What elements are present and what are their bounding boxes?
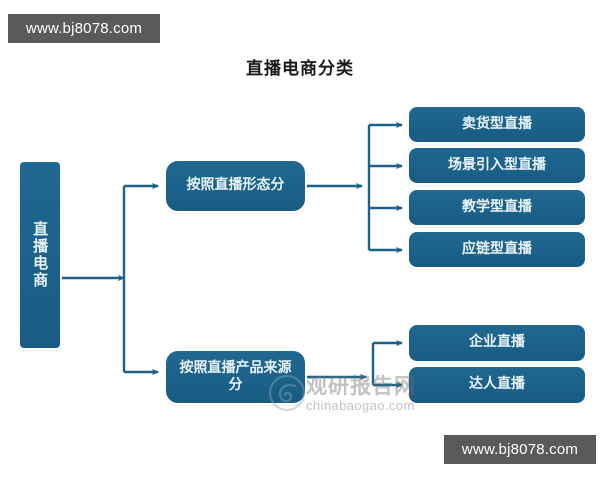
- node-leaf-teaching-live: 教学型直播: [409, 190, 585, 225]
- page-title: 直播电商分类: [246, 59, 354, 79]
- watermark-domain: chinabaogao.com: [306, 398, 415, 413]
- node-root-live-commerce: 直播电商: [20, 162, 60, 348]
- node-leaf-scenario-live: 场景引入型直播: [409, 148, 585, 183]
- watermark-url-badge-bottom: www.bj8078.com: [444, 435, 596, 464]
- node-leaf-supply-chain-live: 应链型直播: [409, 232, 585, 267]
- node-branch-by-product-source: 按照直播产品来源分: [166, 351, 305, 403]
- node-leaf-enterprise-live: 企业直播: [409, 325, 585, 361]
- watermark-name: 观研报告网: [306, 373, 416, 398]
- node-leaf-influencer-live: 达人直播: [409, 367, 585, 403]
- watermark-url-badge-top: www.bj8078.com: [8, 14, 160, 43]
- node-leaf-sales-live: 卖货型直播: [409, 107, 585, 142]
- node-branch-by-live-format: 按照直播形态分: [166, 161, 305, 211]
